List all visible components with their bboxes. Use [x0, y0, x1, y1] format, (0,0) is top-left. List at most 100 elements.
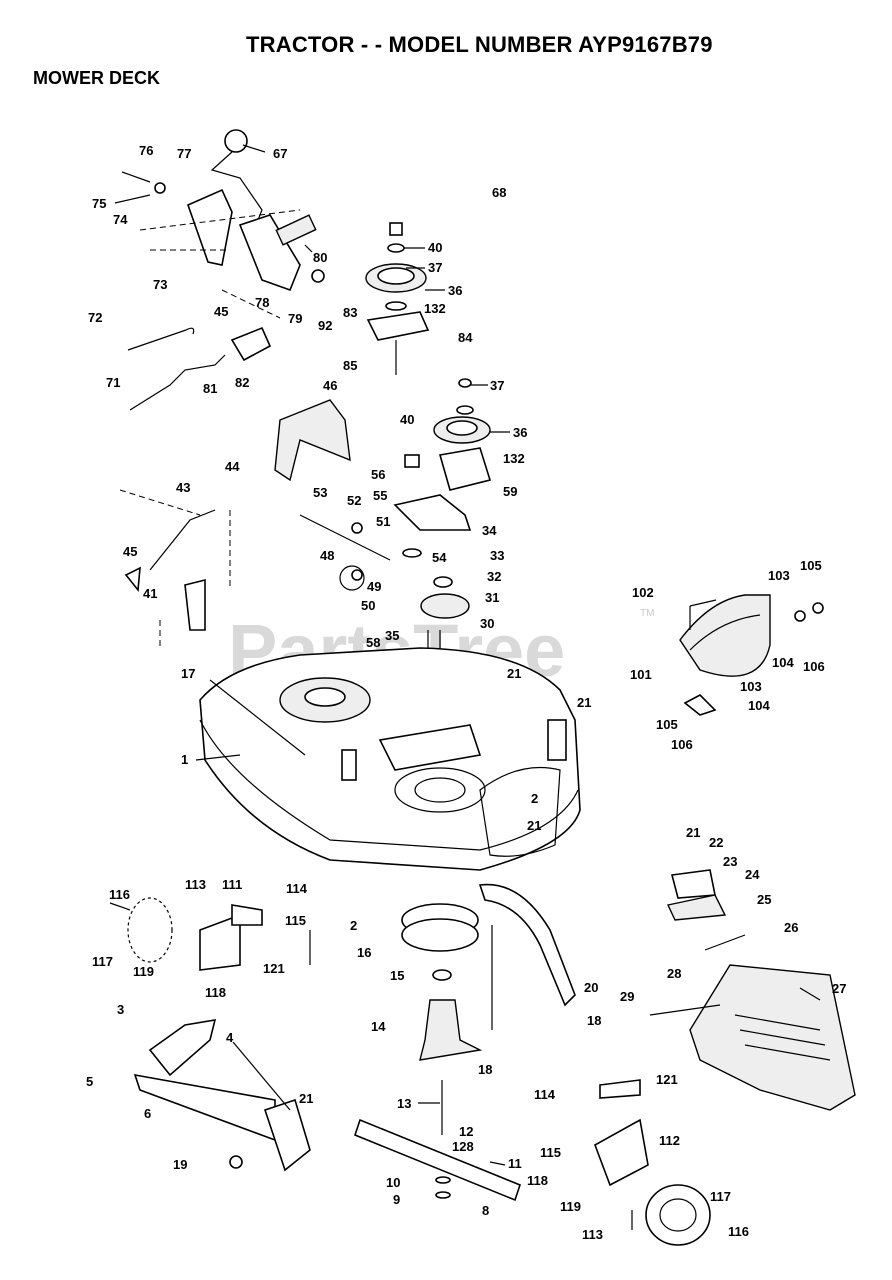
lever-bracket [187, 188, 233, 266]
callout: 119 [133, 964, 154, 979]
callout: 32 [487, 569, 501, 584]
idler-pulley-stack [365, 222, 430, 375]
callout: 105 [800, 558, 822, 573]
callout: 81 [203, 381, 217, 396]
callout: 27 [832, 981, 846, 996]
lever-knob [224, 129, 248, 153]
callout: 51 [376, 514, 390, 529]
left-wheel-bracket [199, 913, 241, 971]
callout: 102 [632, 585, 654, 600]
callout: 49 [367, 579, 381, 594]
callout: 24 [745, 867, 760, 882]
center-pulley-stack [404, 378, 492, 491]
front-link-arm [133, 1019, 311, 1172]
callout: 114 [286, 881, 308, 896]
callout: 19 [173, 1157, 187, 1172]
callout: 4 [226, 1030, 234, 1045]
callout: 116 [728, 1224, 749, 1239]
callout: 17 [181, 666, 195, 681]
lever-washer [154, 182, 166, 194]
callout: 28 [667, 966, 681, 981]
lift-spring [127, 329, 187, 351]
blade-spindle-assembly [354, 903, 521, 1202]
callout: 104 [772, 655, 794, 670]
callout: 53 [313, 485, 327, 500]
callout: 10 [386, 1175, 400, 1190]
idler-arm [366, 311, 430, 341]
callout: 55 [373, 488, 387, 503]
callout: 8 [482, 1203, 489, 1218]
callout: 121 [263, 961, 285, 976]
deflector-spring [704, 934, 746, 951]
callout: 112 [659, 1133, 680, 1148]
torsion-spring [339, 565, 365, 591]
lever-bolt [121, 171, 151, 183]
pulley-washer [387, 243, 405, 253]
callout: 52 [347, 493, 361, 508]
callout: 15 [390, 968, 404, 983]
callout: 77 [177, 146, 191, 161]
right-spindle-opening [394, 767, 486, 813]
mower-blade [354, 1118, 521, 1202]
callout: 12 [459, 1124, 473, 1139]
callout: 2 [531, 791, 538, 806]
pulley-nut [389, 222, 403, 236]
callout: 59 [503, 484, 517, 499]
side-chute [679, 594, 771, 677]
callout: 106 [803, 659, 825, 674]
discharge-deflector [689, 964, 856, 1111]
left-gauge-wheel-outline [127, 897, 173, 963]
callout: 2 [350, 918, 357, 933]
idler-bar [299, 514, 391, 561]
callout: 103 [768, 568, 790, 583]
pivot-washer [311, 269, 325, 283]
callout: 31 [485, 590, 499, 605]
callout: 20 [584, 980, 598, 995]
callout: 111 [222, 877, 242, 892]
callout: 40 [400, 412, 414, 427]
callout: 41 [143, 586, 157, 601]
front-link [133, 1073, 276, 1142]
callout: 76 [139, 143, 153, 158]
callout: 44 [225, 459, 240, 474]
front-hanger [119, 489, 231, 650]
pulley-spacer [385, 301, 407, 311]
callout: 21 [527, 818, 541, 833]
callout: 117 [92, 954, 113, 969]
callout: 115 [540, 1145, 561, 1160]
callout: 119 [560, 1199, 581, 1214]
callout: 71 [106, 375, 120, 390]
callout: 22 [709, 835, 723, 850]
belt-cover [274, 399, 351, 482]
callout: 79 [288, 311, 302, 326]
callout: 68 [492, 185, 506, 200]
callout: 37 [490, 378, 504, 393]
idler-plate [393, 494, 472, 531]
callout: 103 [740, 679, 762, 694]
callout: 3 [117, 1002, 124, 1017]
callout: 11 [508, 1156, 522, 1171]
callout: 84 [458, 330, 473, 345]
callout: 113 [582, 1227, 603, 1242]
idler-arm-assembly [299, 494, 472, 670]
lever-grip [275, 214, 317, 246]
callout: 9 [393, 1192, 400, 1207]
callout: 37 [428, 260, 442, 275]
callout: 106 [671, 737, 693, 752]
callout: 16 [357, 945, 371, 960]
callout: 128 [452, 1139, 474, 1154]
hanger-bracket [184, 578, 206, 631]
lever-plate [238, 214, 301, 292]
callout: 29 [620, 989, 634, 1004]
assembly-lines [139, 209, 301, 319]
callout: 78 [255, 295, 269, 310]
callout: 74 [113, 212, 128, 227]
callout: 121 [656, 1072, 678, 1087]
callout: 40 [428, 240, 442, 255]
leader-lines [114, 144, 821, 1166]
callout: 45 [214, 304, 228, 319]
callout: 18 [587, 1013, 601, 1028]
callout: 80 [313, 250, 327, 265]
front-bracket [148, 1019, 217, 1077]
callout: 115 [285, 913, 306, 928]
